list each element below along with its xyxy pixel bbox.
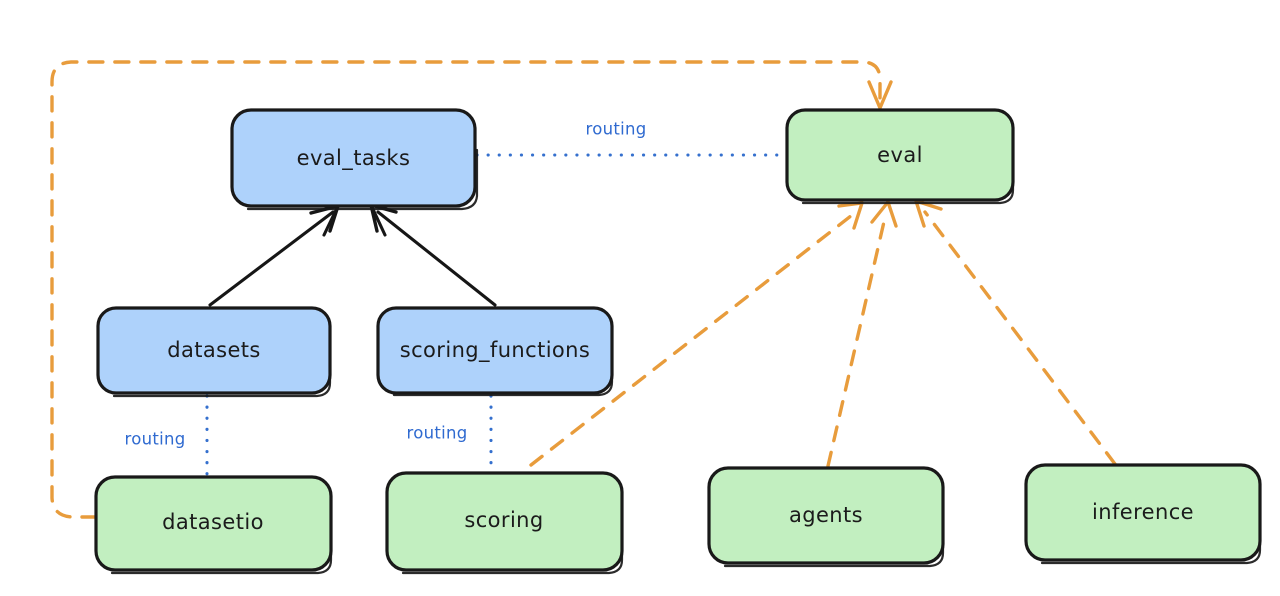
node-eval[interactable]: eval: [785, 108, 1015, 205]
node-label-datasets: datasets: [167, 338, 261, 362]
node-eval-tasks[interactable]: eval_tasks: [230, 108, 479, 211]
edge-label-routing-mid: routing: [406, 424, 467, 443]
node-datasetio[interactable]: datasetio: [94, 475, 333, 575]
edge-datasetio-to-eval: [50, 60, 893, 519]
edge-datasets-to-datasetio: routing: [124, 394, 209, 479]
node-agents[interactable]: agents: [707, 466, 945, 568]
edge-eval-tasks-to-eval: routing: [475, 120, 788, 157]
node-label-eval-tasks: eval_tasks: [297, 146, 411, 171]
node-scoring-functions[interactable]: scoring_functions: [376, 306, 614, 397]
edge-scoring-functions-to-eval-tasks: [369, 203, 497, 307]
node-label-datasetio: datasetio: [162, 510, 264, 534]
node-scoring[interactable]: scoring: [385, 471, 624, 575]
node-label-inference: inference: [1092, 500, 1194, 524]
node-label-scoring-functions: scoring_functions: [400, 338, 590, 363]
node-label-scoring: scoring: [464, 508, 543, 532]
node-label-eval: eval: [877, 143, 923, 167]
edge-datasets-to-eval-tasks: [208, 204, 340, 307]
edge-label-routing-left: routing: [124, 430, 185, 449]
edge-label-routing-top: routing: [585, 120, 646, 139]
edge-inference-to-eval: [914, 199, 1117, 466]
node-datasets[interactable]: datasets: [96, 306, 332, 398]
node-label-agents: agents: [789, 503, 863, 527]
edge-scoring-functions-to-scoring: routing: [406, 394, 493, 475]
node-inference[interactable]: inference: [1024, 463, 1262, 565]
edge-agents-to-eval: [826, 200, 898, 468]
